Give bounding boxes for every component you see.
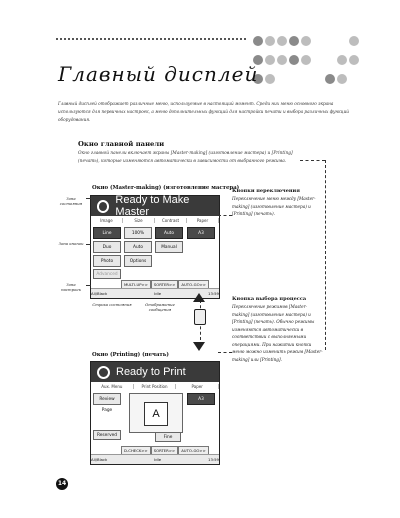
menu-paper[interactable]: Paper [187,218,219,223]
decorative-dot [301,55,311,65]
btn-a3[interactable]: A3 [187,393,215,405]
master-titlebar: Ready to Make Master [91,194,219,218]
print-status-bar: All/Black Idle 13:59 [91,454,219,464]
label-zone-buttons: Зона кнопок [58,241,84,246]
page-title: Главный дисплей [58,62,259,86]
menu-paper[interactable]: Paper [176,384,220,389]
page-number: 14 [56,478,68,490]
callout-line [86,285,91,286]
callout-line [300,160,325,161]
top-dotted-rule [56,38,246,40]
note1-heading: Кнопки переключения [232,188,300,194]
decorative-dot [289,55,299,65]
btn-advanced[interactable]: Advanced [93,269,121,279]
decorative-dot [337,74,347,84]
decorative-dots [252,32,362,108]
intro-paragraph: Главный дисплей отображает различные мен… [58,101,349,122]
printing-caption: Окно (Printing) (печать) [92,352,169,358]
status-left: All/Black [91,291,108,296]
print-position-panel: A [129,393,183,433]
decorative-dot [301,74,311,84]
decorative-dot [253,36,263,46]
note2-heading: Кнопка выбора процесса [232,296,307,302]
decorative-dot [325,74,335,84]
menu-size[interactable]: Size [123,218,155,223]
note1-text: Переключение меню между [Master-making] … [232,196,316,216]
decorative-dot [265,55,275,65]
master-screen: Ready to Make Master Image Size Contrast… [90,194,220,299]
decorative-dot [277,74,287,84]
decorative-dot [337,55,347,65]
btn-photo[interactable]: Photo [93,255,121,267]
btn-a3[interactable]: A3 [187,227,215,239]
callout-line [86,198,91,199]
decorative-dot [349,36,359,46]
status-time: 13:59 [208,291,219,296]
decorative-dot [253,74,263,84]
menu-contrast[interactable]: Contrast [155,218,187,223]
label-zone-status: Зона состояния [59,196,83,206]
print-titlebar: Ready to Print [91,362,219,382]
decorative-dot [301,36,311,46]
status-mid: Idle [154,457,162,462]
print-title: Ready to Print [116,366,186,378]
btn-100[interactable]: 100% [124,227,152,239]
decorative-dot [265,36,275,46]
decorative-dot [313,36,323,46]
status-mid: Idle [154,291,162,296]
btn-size-auto[interactable]: Auto [124,241,152,253]
btn-fine[interactable]: Fine [155,432,181,442]
menu-aux[interactable]: Aux. Menu [91,384,134,389]
btn-duo[interactable]: Duo [93,241,121,253]
decorative-dot [253,55,263,65]
decorative-dot [277,55,287,65]
btn-line[interactable]: Line [93,227,121,239]
decorative-dot [349,55,359,65]
decorative-dot [349,74,359,84]
master-title: Ready to Make Master [115,194,190,218]
master-caption: Окно (Master-making) (изготовление масте… [92,185,240,191]
btn-options[interactable]: Options [124,255,152,267]
note2-text: Переключение режимов [Master-making] (из… [232,304,323,362]
decorative-dot [313,74,323,84]
decorative-dot [289,36,299,46]
master-bottom-row: MULTI-UP>> SORTER>> AUTO-GO>> [121,280,209,289]
btn-manual[interactable]: Manual [155,241,183,253]
decorative-dot [313,55,323,65]
label-zone-settings: Зона настроек [61,282,81,292]
label-displayed-message: Отображение сообщения [145,302,175,312]
process-select-key-icon [194,309,206,325]
section-title: Окно главной панели [78,140,165,148]
decorative-dot [289,74,299,84]
btn-review-page[interactable]: Review Page [93,393,121,413]
decorative-dot [277,36,287,46]
print-menu: Aux. Menu Print Position Paper [91,382,220,391]
label-status-info: Строка состояния [92,302,132,307]
status-left: All/Black [91,457,108,462]
arrow-down-icon [193,342,205,351]
decorative-dot [325,55,335,65]
status-time: 13:59 [208,457,219,462]
decorative-dot [265,74,275,84]
btn-auto[interactable]: Auto [155,227,183,239]
callout-line [325,160,327,350]
menu-image[interactable]: Image [91,218,123,223]
callout-line [218,352,232,353]
decorative-dot [325,36,335,46]
print-screen: Ready to Print Aux. Menu Print Position … [90,361,220,465]
master-menu: Image Size Contrast Paper [91,216,219,225]
section-text: Окно главной панели включает экраны [Mas… [78,151,293,164]
arrow-up-icon [193,293,205,302]
callout-line [218,215,232,216]
btn-reserved[interactable]: Reserved [93,430,121,440]
settings-icon [97,199,110,213]
menu-print-position[interactable]: Print Position [134,384,177,389]
settings-icon [97,365,110,379]
decorative-dot [337,36,347,46]
position-preview-icon: A [144,402,168,426]
callout-line [86,244,91,245]
master-status-bar: All/Black Idle 13:59 [91,288,219,298]
